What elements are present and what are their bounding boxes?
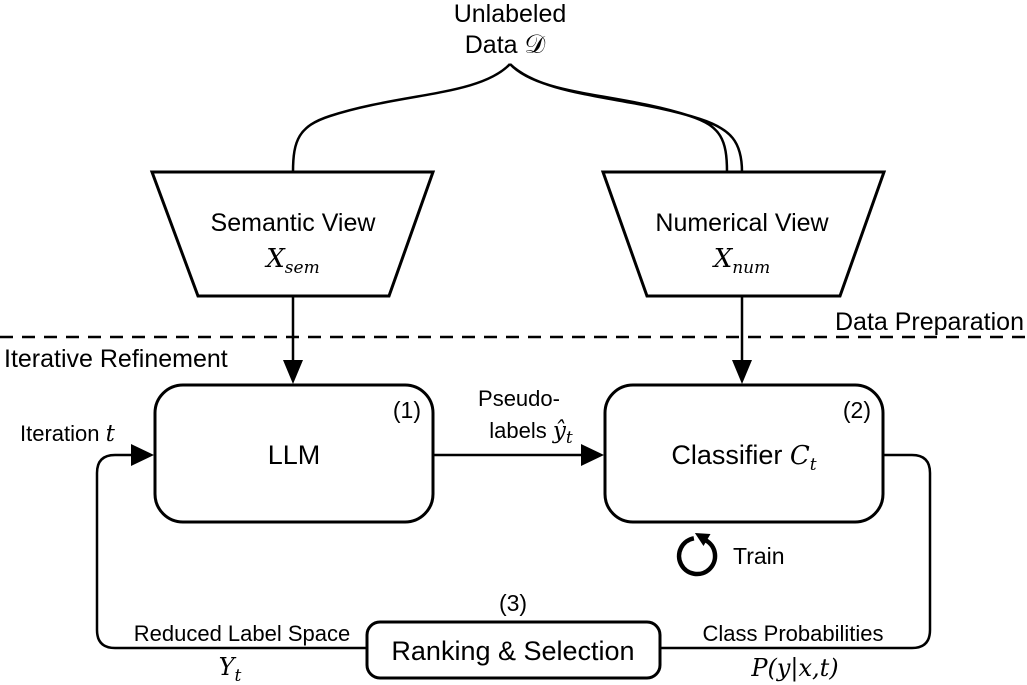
numerical-view-label: Numerical View [655, 209, 829, 237]
train-refresh-icon [676, 536, 718, 577]
class-probabilities-label: Class Probabilities [703, 621, 884, 646]
ranking-label: Ranking & Selection [391, 636, 634, 666]
classifier-label: Classifier Ct [671, 440, 816, 475]
unlabeled-data-title-line2: Data 𝒟 [465, 30, 546, 60]
iteration-label: Iteration t [20, 421, 116, 447]
pseudo-labels-label-line1: Pseudo- [478, 386, 560, 411]
class-probabilities-formula: P(y|x,t) [750, 654, 838, 683]
unlabeled-data-title-line1: Unlabeled [454, 0, 567, 28]
numerical-to-classifier-arrowhead [732, 360, 752, 384]
ranking-to-llm-feedback-line [95, 453, 367, 650]
llm-label: LLM [268, 440, 321, 470]
classifier-to-ranking-connector [660, 453, 932, 650]
semantic-view-trapezoid [149, 170, 436, 298]
phase-label-iterative-refinement: Iterative Refinement [4, 345, 228, 373]
data-split-brace-right [509, 63, 744, 174]
semantic-to-llm-arrowhead [283, 360, 303, 384]
ranking-to-llm-arrowhead [131, 444, 154, 466]
llm-step-number: (1) [393, 397, 421, 423]
ranking-step-number: (3) [499, 590, 527, 616]
pseudo-labels-arrowhead [581, 444, 604, 466]
numerical-view-trapezoid [600, 170, 887, 298]
llm-box [153, 383, 435, 524]
ranking-box [365, 620, 662, 680]
train-label: Train [733, 543, 785, 569]
phase-label-data-preparation: Data Preparation [835, 308, 1024, 336]
data-split-brace-left [291, 63, 511, 173]
numerical-view-variable: Xnum [712, 244, 771, 278]
classifier-step-number: (2) [843, 397, 871, 423]
train-refresh-icon-arrowhead [694, 533, 711, 547]
pseudo-labels-label-line2: labels ŷt [489, 418, 573, 448]
semantic-view-label: Semantic View [211, 209, 377, 237]
script-d-symbol: 𝒟 [525, 30, 546, 60]
reduced-label-space-variable: Yt [219, 653, 242, 685]
reduced-label-space-label: Reduced Label Space [134, 621, 351, 646]
classifier-box [603, 383, 885, 524]
semantic-view-variable: Xsem [264, 244, 319, 278]
